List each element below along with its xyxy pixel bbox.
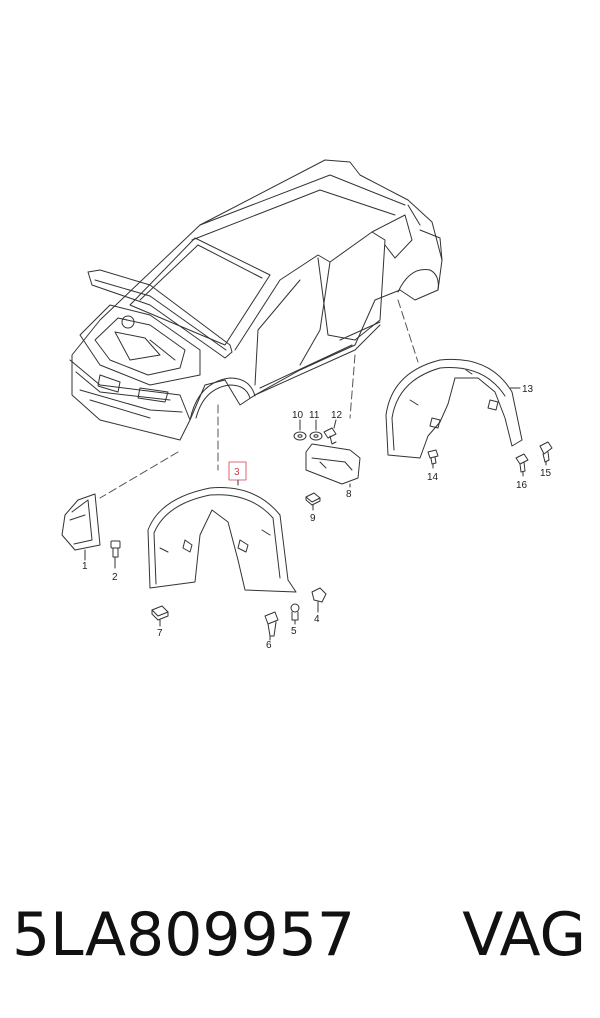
- callout-13: 13: [522, 384, 534, 395]
- callout-7: 7: [157, 628, 163, 639]
- part-1-cover: [61, 493, 101, 561]
- parts-diagram: 1 2 3 4 5 6 7 8 9 10 11 12 13 14 15 16: [61, 159, 553, 651]
- part-7-clip-nut: [151, 605, 169, 627]
- part-11-grommet: [309, 419, 323, 441]
- callout-14: 14: [427, 472, 439, 483]
- brand-label: VAG: [462, 900, 586, 970]
- callout-2: 2: [112, 572, 118, 583]
- part-10-grommet: [293, 419, 307, 441]
- part-12-screw: [323, 419, 337, 445]
- callout-12: 12: [331, 410, 343, 421]
- callout-16: 16: [516, 480, 528, 491]
- callout-6: 6: [266, 640, 272, 651]
- part-number: 5LA809957: [12, 900, 356, 970]
- part-9-clip: [305, 492, 321, 511]
- part-15-clip: [539, 441, 553, 466]
- car-body-illustration: [69, 159, 443, 441]
- callout-11: 11: [309, 410, 320, 421]
- part-16-screw: [515, 453, 529, 477]
- part-3-wheel-housing-liner: [147, 479, 297, 593]
- callout-4: 4: [314, 614, 320, 625]
- callout-15: 15: [540, 468, 552, 479]
- part-2-screw: [110, 540, 121, 569]
- part-8-trim-panel: [305, 443, 361, 488]
- callout-8: 8: [346, 489, 352, 500]
- part-6-rivet: [264, 611, 279, 641]
- callout-3-highlight-box: [228, 461, 247, 481]
- callout-labels: 1 2 3 4 5 6 7 8 9 10 11 12 13 14 15 16: [82, 384, 552, 651]
- part-5-screw: [290, 603, 300, 625]
- callout-1: 1: [82, 561, 88, 572]
- callout-10: 10: [292, 410, 304, 421]
- callout-3: 3: [234, 467, 240, 478]
- footer: 5LA809957 VAG: [0, 880, 600, 990]
- callout-9: 9: [310, 513, 316, 524]
- leader-lines: [99, 299, 419, 499]
- part-4-clip: [311, 587, 327, 613]
- part-13-rear-wheel-housing-liner: [385, 358, 523, 459]
- part-14-screw: [427, 449, 439, 469]
- callout-5: 5: [291, 626, 297, 637]
